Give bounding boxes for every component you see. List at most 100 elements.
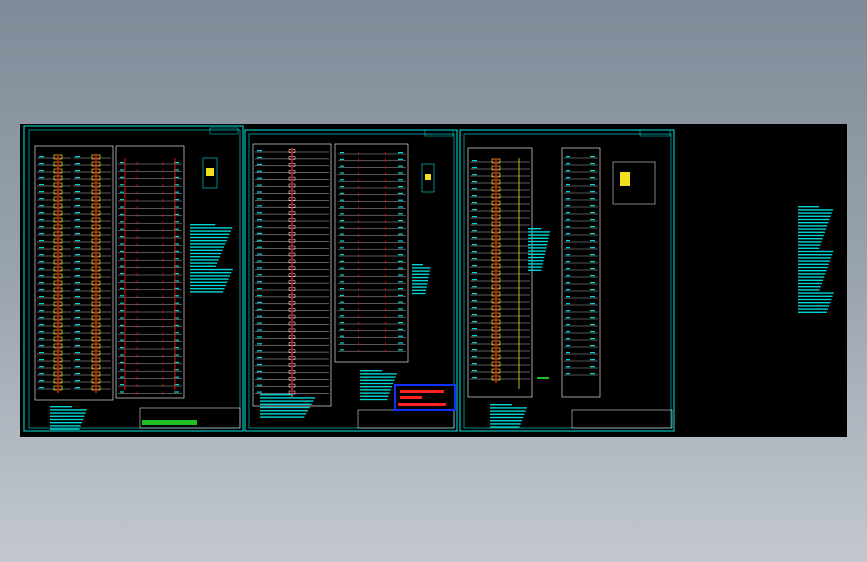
far-note-line	[798, 308, 829, 310]
s2l-row-label	[257, 156, 262, 159]
s2l-row-label	[257, 212, 262, 214]
s3l-row-label	[472, 307, 477, 309]
s1r-row-code	[120, 332, 124, 334]
s2l-row-label	[257, 184, 262, 186]
s3r-row-code-right	[590, 219, 595, 221]
sheet-2-wiring-rows	[338, 152, 406, 353]
s1r-row-code-right	[174, 206, 179, 208]
s2r-row-code-right	[398, 199, 403, 201]
s2l-row-label	[257, 336, 262, 338]
s3l-row-label	[472, 335, 477, 337]
s1b-note-line	[50, 409, 87, 411]
margin-notes	[798, 206, 834, 313]
s3l-row-label	[472, 209, 477, 211]
s1r-row-code	[120, 361, 124, 363]
sheet-1	[23, 125, 244, 432]
s1c2-row-label	[75, 247, 80, 249]
s1r-row-code-right	[174, 221, 179, 223]
s2r-row-code-right	[398, 328, 403, 330]
s1-note-line	[190, 284, 226, 287]
s2r-row-code-right	[398, 267, 403, 269]
s2r-row-code-right	[398, 301, 403, 303]
s2r-row-code	[340, 254, 344, 256]
s3r-row-code-right	[590, 331, 595, 333]
s1-note-line	[190, 240, 227, 242]
sheet-3-outer-frame	[459, 129, 675, 432]
s2l-row-label	[257, 315, 262, 317]
s3-note-line	[528, 231, 551, 233]
s2r-row-code	[340, 220, 344, 222]
sheet-3-terminal-panel	[467, 147, 533, 398]
s3l-row-label	[472, 251, 477, 253]
s2b-note-line	[260, 406, 310, 409]
drawing-viewport[interactable]	[20, 124, 847, 437]
s3r-row-code	[566, 317, 570, 319]
s2r-row-code	[340, 335, 344, 337]
sheet-2-header-tag	[424, 129, 454, 137]
s1c2-row-label	[75, 254, 80, 256]
far-note-line	[798, 282, 822, 285]
s3r-row-code	[566, 156, 570, 158]
s2r-row-code-right	[398, 288, 403, 290]
s3r-row-code	[566, 247, 570, 249]
s3r-row-code	[566, 205, 570, 207]
far-note-line	[798, 270, 827, 272]
s1r-row-code	[120, 221, 124, 223]
s1c2-row-label	[75, 170, 80, 172]
s1-note-line	[190, 272, 232, 274]
far-note-line	[798, 206, 819, 208]
s3r-row-code	[566, 303, 570, 305]
far-note-line	[798, 295, 833, 297]
s1-note-line	[190, 252, 222, 255]
s3r-row-code	[566, 289, 570, 291]
s3l-row-label	[472, 314, 477, 316]
sheet-2	[244, 129, 458, 432]
s2r-row-code	[340, 281, 344, 283]
sheet-2-inner-frame	[248, 133, 455, 429]
s2r-row-code-right	[398, 308, 403, 310]
s3l-row-label	[472, 181, 477, 183]
s2r-row-code-right	[398, 240, 403, 242]
s1r-row-code	[120, 265, 124, 267]
far-note-line	[798, 228, 827, 230]
sheet-1-wiring-rows	[118, 158, 182, 395]
s1-note-line	[190, 256, 220, 258]
s3-note-line	[528, 244, 548, 246]
far-note-line	[798, 209, 833, 211]
s2b-note-line	[260, 410, 308, 412]
s3r-row-code	[566, 359, 570, 361]
sheet-3-title-block	[571, 409, 673, 429]
s3-note-line	[528, 250, 546, 252]
s3r-row-code-right	[590, 268, 595, 270]
s1-note-line	[190, 224, 216, 226]
sheet-1-title-block	[139, 407, 241, 429]
far-note-line	[798, 238, 823, 240]
s1r-row-code	[120, 250, 124, 252]
s1r-row-code-right	[174, 302, 179, 304]
s1c2-row-label	[75, 226, 80, 228]
sheet-1-legend-symbol	[202, 157, 218, 189]
s1c1-row-label	[39, 373, 44, 375]
s3-note-line	[528, 237, 549, 239]
s1c2-row-label	[75, 163, 80, 165]
s2c-note-line	[360, 370, 382, 372]
s1c2-row-label	[75, 191, 80, 193]
s1c2-row-label	[75, 261, 80, 263]
s2c-note-line	[360, 373, 397, 375]
sheet-1-wiring-panel	[115, 145, 185, 399]
s3r-row-code-right	[590, 303, 595, 305]
s3r-row-code	[566, 233, 570, 235]
s3r-row-code	[566, 268, 570, 270]
s1r-row-code	[120, 199, 124, 201]
s1c2-row-label	[75, 219, 80, 221]
s1r-row-code-right	[174, 176, 179, 178]
s2b-note-line	[260, 400, 314, 402]
s2r-row-code-right	[398, 315, 403, 317]
far-note-line	[798, 218, 830, 221]
s2l-row-label	[257, 225, 262, 228]
s1c2-row-label	[75, 317, 80, 319]
s2r-row-code	[340, 322, 344, 324]
s2r-row-code-right	[398, 158, 403, 160]
s3r-row-code-right	[590, 177, 595, 179]
s1-note-line	[190, 268, 233, 271]
